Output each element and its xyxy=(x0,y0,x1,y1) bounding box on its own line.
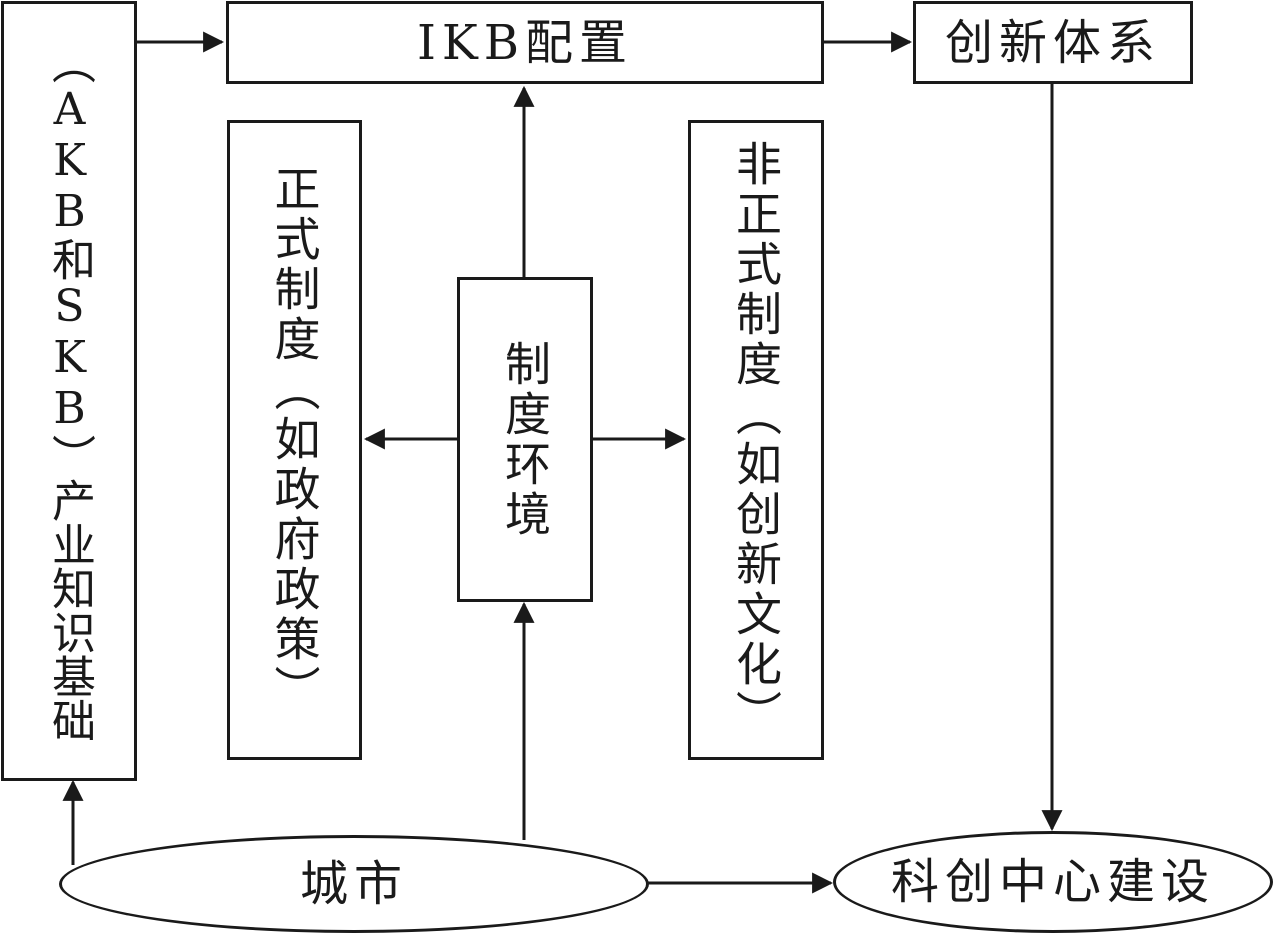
city-node: 城市 xyxy=(59,835,649,933)
institutional-env-box: 制度环境 xyxy=(457,277,593,602)
city-label: 城市 xyxy=(299,856,408,912)
innovation-system-label: 创新体系 xyxy=(944,14,1161,71)
akb-skb-box: （AKB和SKB）产业知识基础 xyxy=(1,1,137,781)
ikb-box: IKB配置 xyxy=(226,1,824,84)
informal-institution-label: 非正式制度（如创新文化） xyxy=(729,140,783,740)
sci-center-node: 科创中心建设 xyxy=(833,831,1273,933)
formal-institution-label: 正式制度（如政府政策） xyxy=(267,165,322,715)
informal-institution-box: 非正式制度（如创新文化） xyxy=(688,120,824,760)
innovation-system-box: 创新体系 xyxy=(913,1,1193,84)
ikb-label: IKB配置 xyxy=(416,14,634,71)
akb-skb-label: （AKB和SKB）产业知识基础 xyxy=(44,40,95,742)
formal-institution-box: 正式制度（如政府政策） xyxy=(227,120,362,760)
institutional-env-label: 制度环境 xyxy=(498,339,552,540)
sci-center-label: 科创中心建设 xyxy=(890,854,1215,910)
